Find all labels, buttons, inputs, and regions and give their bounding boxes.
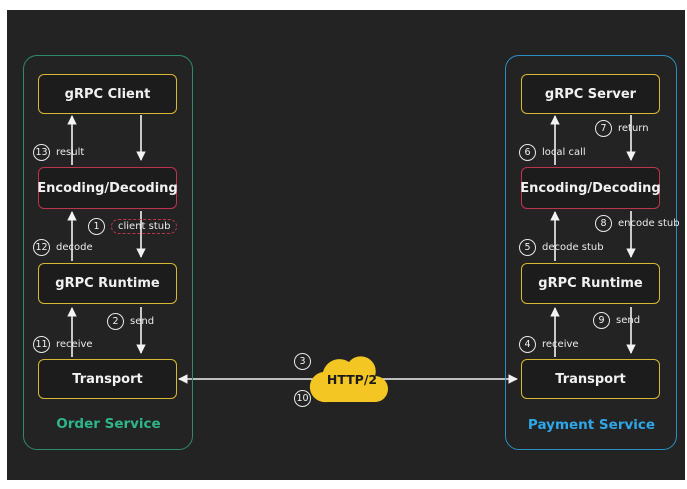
payment-service-panel	[505, 55, 677, 450]
step-number-badge: 3	[294, 353, 311, 370]
step-number-badge: 10	[294, 390, 311, 407]
step-13-result: 13 result	[33, 144, 84, 161]
http2-label: HTTP/2	[326, 372, 378, 387]
order-service-title: Order Service	[56, 416, 161, 432]
step-number-badge: 5	[519, 239, 536, 256]
grpc-server-box: gRPC Server	[521, 74, 660, 114]
step-number-badge: 12	[33, 239, 50, 256]
step-label: result	[56, 147, 85, 158]
server-encoding-decoding-box: Encoding/Decoding	[520, 167, 661, 209]
step-11-receive: 11 receive	[33, 336, 93, 353]
diagram-canvas: gRPC Client Encoding/Decoding gRPC Runti…	[7, 10, 685, 480]
order-service-panel	[23, 55, 193, 450]
payment-service-title: Payment Service	[527, 417, 656, 433]
step-number-badge: 6	[519, 144, 536, 161]
step-4-receive: 4 receive	[519, 336, 579, 353]
step-6-local-call: 6 local call	[519, 144, 586, 161]
step-number-badge: 13	[33, 144, 50, 161]
server-transport-box: Transport	[521, 359, 660, 399]
step-number-badge: 1	[88, 218, 105, 235]
step-number-badge: 4	[519, 336, 536, 353]
client-stub-tag: client stub	[111, 219, 178, 234]
step-number-badge: 8	[595, 215, 612, 232]
step-7-return: 7 return	[595, 120, 649, 137]
connector-layer	[67, 115, 636, 403]
client-grpc-runtime-box: gRPC Runtime	[38, 263, 177, 304]
step-10-badge: 10	[294, 390, 317, 407]
step-2-send: 2 send	[107, 313, 154, 330]
step-number-badge: 11	[33, 336, 50, 353]
step-12-decode: 12 decode	[33, 239, 93, 256]
step-label: receive	[56, 339, 93, 350]
step-number-badge: 9	[593, 312, 610, 329]
step-label: decode	[56, 242, 93, 253]
step-label: receive	[542, 339, 579, 350]
step-label: decode stub	[542, 242, 604, 253]
grpc-client-box: gRPC Client	[38, 74, 177, 114]
step-5-decode-stub: 5 decode stub	[519, 239, 604, 256]
client-encoding-decoding-box: Encoding/Decoding	[37, 167, 178, 209]
step-1-client-stub: 1 client stub	[88, 218, 178, 235]
client-transport-box: Transport	[38, 359, 177, 399]
step-number-badge: 2	[107, 313, 124, 330]
step-label: local call	[542, 147, 586, 158]
step-3-badge: 3	[294, 353, 317, 370]
step-label: send	[616, 315, 641, 326]
step-9-send: 9 send	[593, 312, 640, 329]
cloud-icon	[309, 356, 388, 403]
step-label: return	[618, 123, 649, 134]
step-8-encode-stub: 8 encode stub	[595, 215, 680, 232]
step-label: send	[130, 316, 155, 327]
step-label: encode stub	[618, 218, 680, 229]
step-number-badge: 7	[595, 120, 612, 137]
server-grpc-runtime-box: gRPC Runtime	[521, 263, 660, 304]
